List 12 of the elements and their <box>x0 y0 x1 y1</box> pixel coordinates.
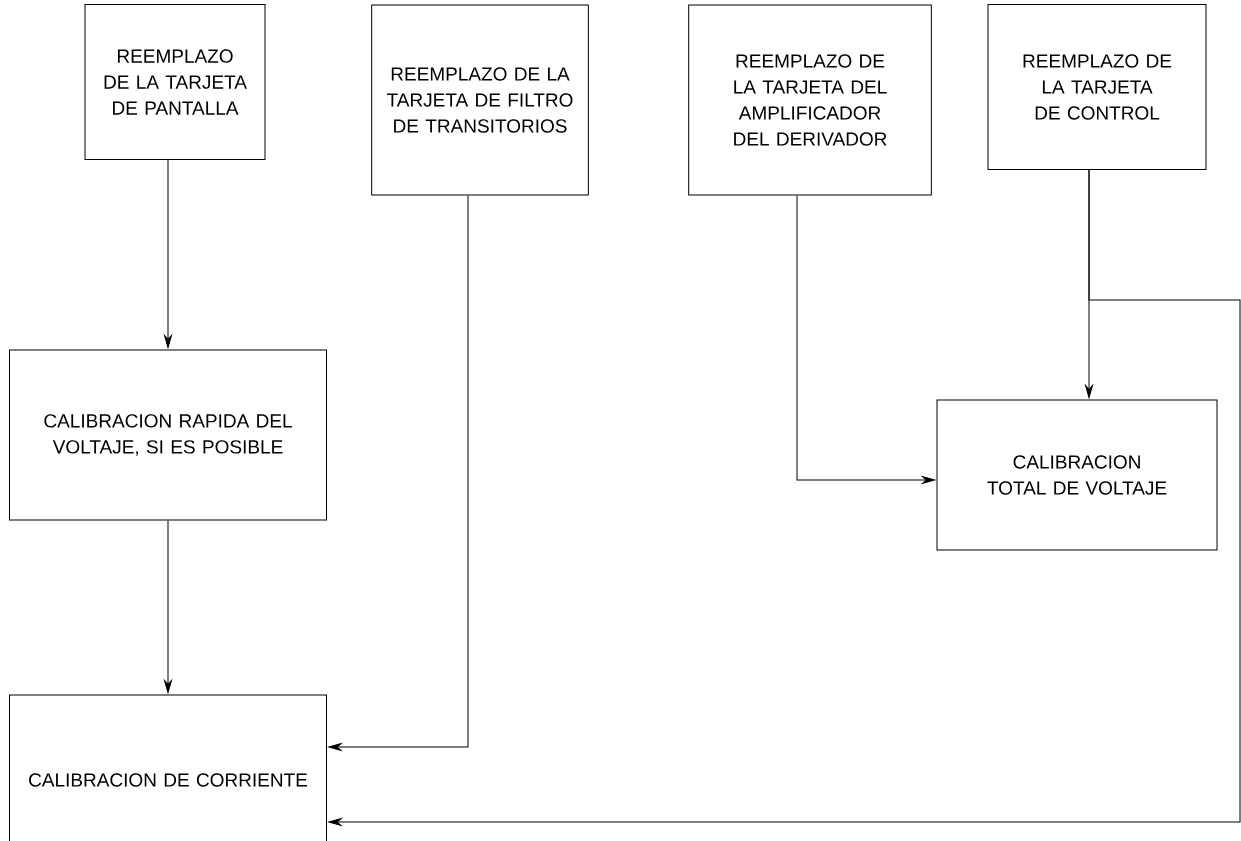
arrow <box>328 195 469 751</box>
process-box: CALIBRACION RAPIDA DEL VOLTAJE, SI ES POSIBLE <box>9 349 327 521</box>
process-box: REEMPLAZO DE LA TARJETA DE CONTROL <box>987 4 1207 170</box>
process-box: REEMPLAZO DE LA TARJETA DE FILTRO DE TRANSITORIOS <box>371 4 589 196</box>
arrow <box>164 520 172 694</box>
arrow <box>796 195 936 484</box>
process-box: CALIBRACION DE CORRIENTE <box>9 694 327 841</box>
process-box: REEMPLAZO DE LA TARJETA DEL AMPLIFICADOR DEL DERIVADOR <box>688 4 932 196</box>
process-box: CALIBRACION TOTAL DE VOLTAJE <box>936 399 1218 551</box>
arrow <box>328 169 1241 826</box>
process-box: REEMPLAZO DE LA TARJETA DE PANTALLA <box>84 4 266 160</box>
arrow <box>164 159 172 349</box>
